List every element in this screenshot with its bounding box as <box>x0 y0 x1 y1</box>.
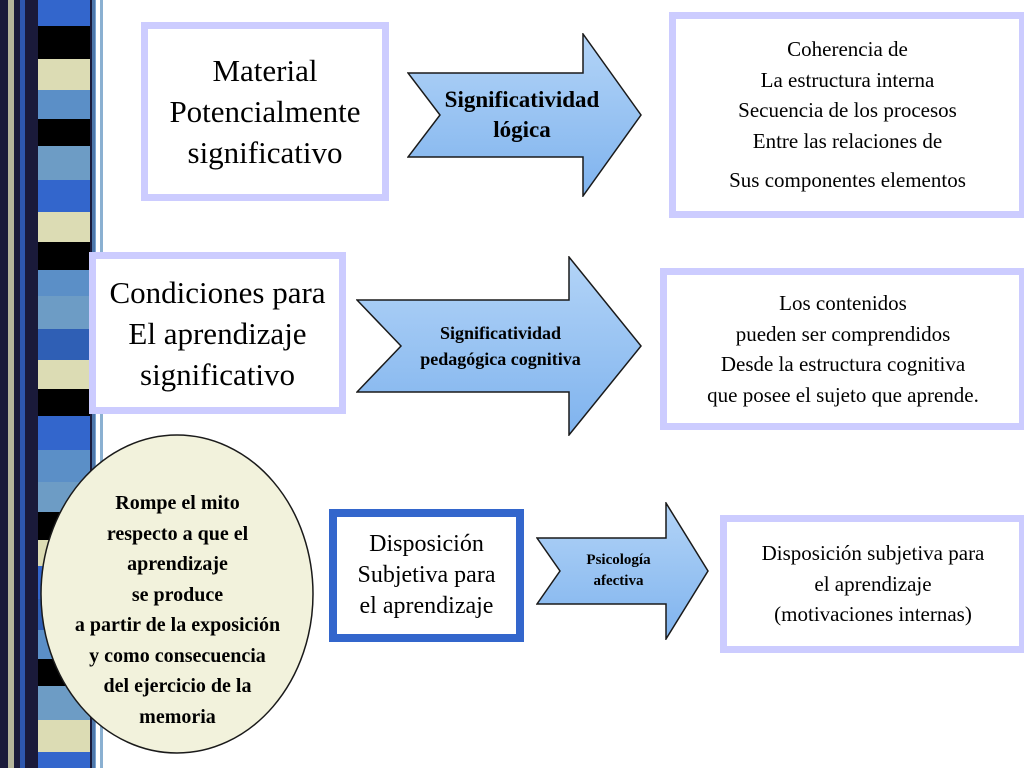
significatividad-logica-arrow: Significatividad lógica <box>407 33 643 197</box>
significatividad-pedagogica-arrow: Significatividad pedagógica cognitiva <box>356 256 643 436</box>
stripe-band <box>38 242 90 270</box>
box-line: Subjetiva para <box>357 562 496 588</box>
stripe-band <box>38 180 90 212</box>
box-line: Secuencia de los procesos <box>738 98 957 123</box>
stripe-band <box>38 119 90 146</box>
box-line: Entre las relaciones de <box>752 128 943 153</box>
stripe-band <box>38 146 90 180</box>
oval-line: Rompe el mito <box>115 492 240 514</box>
stripe-band <box>38 296 90 329</box>
oval-line: a partir de la exposición <box>74 614 281 636</box>
stripe-band <box>38 329 90 360</box>
arrow-label-line: afectiva <box>593 573 644 589</box>
arrow-label-line: lógica <box>493 117 551 142</box>
arrow-label-line: pedagógica cognitiva <box>420 349 581 369</box>
oval-line: memoria <box>139 705 216 728</box>
condiciones-aprendizaje-box: Condiciones para El aprendizaje signific… <box>89 252 346 414</box>
rompe-el-mito-oval: Rompe el mito respecto a que el aprendiz… <box>30 432 316 756</box>
stripe-accent <box>20 0 25 768</box>
coherencia-estructura-box: Coherencia de La estructura interna Secu… <box>669 12 1024 218</box>
psicologia-afectiva-arrow: Psicología afectiva <box>536 502 710 640</box>
box-line: Los contenidos <box>779 291 907 315</box>
box-line: Material <box>212 53 318 88</box>
oval-line: respecto a que el <box>106 522 249 545</box>
oval-line: se produce <box>131 583 224 606</box>
stripe-band <box>38 416 90 450</box>
arrow-shape <box>536 502 709 640</box>
box-line: que posee el sujeto que aprende. <box>707 382 979 407</box>
stripe-band <box>38 270 90 296</box>
contenidos-comprendidos-box: Los contenidos pueden ser comprendidos D… <box>660 268 1024 430</box>
oval-shape <box>40 434 314 754</box>
stripe-band <box>38 450 90 482</box>
material-potencialmente-box: Material Potencialmente significativo <box>141 22 389 201</box>
oval-line: y como consecuencia <box>89 644 266 667</box>
disposicion-subjetiva-box: Disposición Subjetiva para el aprendizaj… <box>329 509 524 642</box>
arrow-label-line: Significatividad <box>439 323 562 343</box>
oval-line: del ejercicio de la <box>103 675 252 697</box>
box-line: Potencialmente <box>169 94 361 129</box>
box-line: el aprendizaje <box>814 571 932 596</box>
box-line: Sus componentes elementos <box>729 168 966 193</box>
box-line: Disposición subjetiva para <box>761 541 985 566</box>
box-line: Coherencia de <box>787 37 908 62</box>
disposicion-motivaciones-box: Disposición subjetiva para el aprendizaj… <box>720 515 1024 653</box>
stripe-band <box>38 0 90 26</box>
box-line: pueden ser comprendidos <box>735 321 951 346</box>
box-line: (motivaciones internas) <box>774 602 972 627</box>
stripe-band <box>38 389 90 416</box>
arrow-shape <box>356 256 642 436</box>
box-line: el aprendizaje <box>359 593 494 619</box>
stripe-band <box>38 59 90 90</box>
stripe-band <box>38 212 90 242</box>
stripe-accent <box>8 0 14 768</box>
arrow-label-line: Significatividad <box>444 87 600 112</box>
box-line: El aprendizaje <box>128 315 307 351</box>
box-line: Condiciones para <box>109 274 326 310</box>
box-line: significativo <box>140 356 295 392</box>
stripe-band <box>38 720 90 752</box>
box-line: La estructura interna <box>760 67 935 92</box>
box-line: Desde la estructura cognitiva <box>720 352 966 376</box>
arrow-label-line: Psicología <box>586 552 651 568</box>
box-line: Disposición <box>369 531 484 557</box>
stripe-band <box>38 360 90 389</box>
stripe-band <box>38 26 90 59</box>
arrow-shape <box>407 33 642 197</box>
oval-line: aprendizaje <box>127 553 228 575</box>
stripe-band <box>38 90 90 119</box>
stripe-band <box>38 752 90 768</box>
box-line: significativo <box>187 135 343 170</box>
